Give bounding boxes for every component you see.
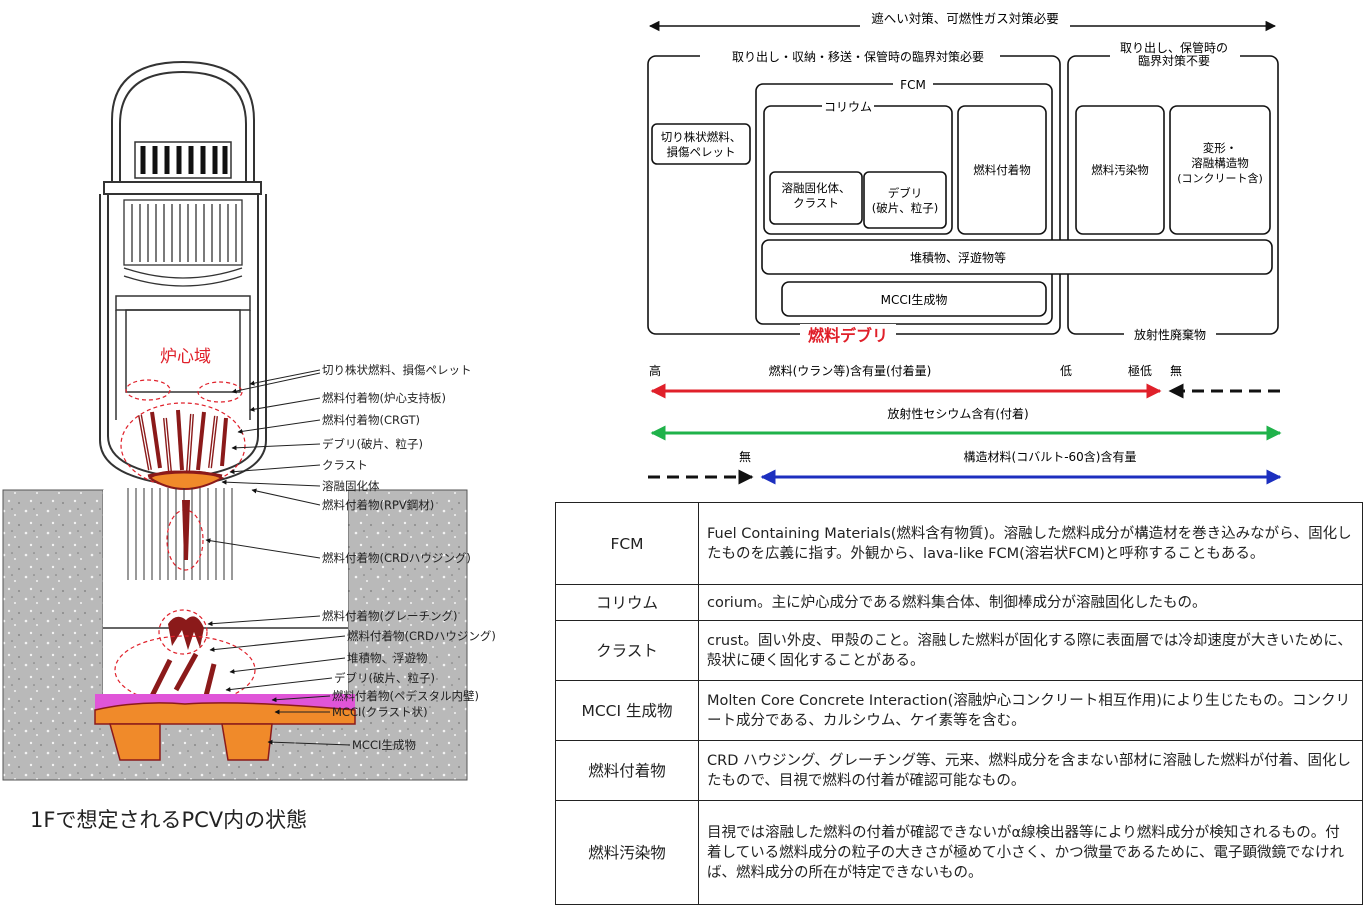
- term-cell: MCCI 生成物: [555, 680, 699, 741]
- crd-drip: [166, 500, 204, 571]
- reactor-cross-section: 炉心域: [2, 60, 496, 781]
- deformed-line-3: (コンクリート含): [1177, 171, 1263, 185]
- rpv-vessel: [99, 60, 267, 488]
- callout-label: デブリ(破片、粒子): [322, 437, 423, 451]
- figure-caption: 1Fで想定されるPCV内の状態: [30, 808, 308, 832]
- fuel-adhered-box: [957, 105, 1047, 235]
- debris-line-2: (破片、粒子): [872, 201, 938, 215]
- debris-line-1: デブリ: [888, 186, 923, 200]
- glossary-table: FCM Fuel Containing Materials(燃料含有物質)。溶融…: [555, 502, 1363, 905]
- deformed-line-2: 溶融構造物: [1191, 156, 1249, 170]
- scale-low-label: 低: [1060, 364, 1072, 378]
- steam-dryer: [134, 141, 232, 179]
- stub-fuel-line-1: 切り株状燃料、: [661, 130, 742, 144]
- definition-cell: crust。固い外皮、甲殻のこと。溶融した燃料が固化する際に表面層では冷却速度が…: [698, 620, 1363, 681]
- table-row: MCCI 生成物 Molten Core Concrete Interactio…: [555, 680, 1363, 741]
- core-region-label: 炉心域: [160, 347, 211, 367]
- scale-structural-label: 構造材料(コバルト-60含)含有量: [964, 449, 1137, 464]
- fuel-contaminated-label: 燃料汚染物: [1091, 163, 1149, 177]
- separator-pipes: [123, 199, 243, 287]
- scale-cesium-label: 放射性セシウム含有(付着): [887, 406, 1028, 421]
- callout-leaders: [205, 369, 351, 746]
- fcm-label: FCM: [900, 78, 926, 92]
- callout-label: 溶融固化体: [322, 479, 380, 493]
- definition-cell: Molten Core Concrete Interaction(溶融炉心コンク…: [698, 680, 1363, 741]
- criticality-not-required-label-1: 取り出し、保管時の: [1120, 40, 1228, 55]
- deposits-box: [761, 239, 1273, 275]
- table-row: 燃料付着物 CRD ハウジング、グレーチング等、元来、燃料成分を含まない部材に溶…: [555, 740, 1363, 801]
- fuel-adhered-label: 燃料付着物: [973, 163, 1031, 177]
- callout-label: クラスト: [322, 458, 368, 472]
- scale-none2-label: 無: [739, 449, 751, 464]
- scale-high-label: 高: [649, 363, 661, 378]
- mcci-label: MCCI生成物: [881, 293, 948, 307]
- fuel-contaminated-box: [1075, 105, 1165, 235]
- term-cell: 燃料付着物: [555, 740, 699, 801]
- callout-label: 燃料付着物(CRDハウジング): [322, 551, 471, 565]
- callout-label: 切り株状燃料、損傷ペレット: [322, 363, 472, 377]
- callout-label: 堆積物、浮遊物: [347, 651, 428, 665]
- table-row: FCM Fuel Containing Materials(燃料含有物質)。溶融…: [555, 502, 1363, 585]
- callout-label: MCCI生成物: [352, 738, 416, 752]
- mcci-box: [781, 281, 1047, 317]
- definition-cell: CRD ハウジング、グレーチング等、元来、燃料成分を含まない部材に溶融した燃料が…: [698, 740, 1363, 801]
- corium-label: コリウム: [824, 100, 872, 114]
- term-cell: コリウム: [555, 584, 699, 621]
- callout-label: 燃料付着物(ペデスタル内壁): [332, 689, 479, 703]
- debris-classification-diagram: 遮へい対策、可燃性ガス対策必要 取り出し・収納・移送・保管時の臨界対策必要 取り…: [647, 10, 1282, 485]
- stub-fuel-box: [651, 123, 751, 165]
- molten-crust-box: [769, 171, 863, 225]
- term-cell: FCM: [555, 502, 699, 585]
- scale-none-label: 無: [1170, 363, 1182, 378]
- criticality-not-required-label-2: 臨界対策不要: [1138, 54, 1210, 68]
- fuel-debris-label: 燃料デブリ: [808, 326, 888, 345]
- deposits-label: 堆積物、浮遊物等: [910, 250, 1006, 265]
- shielding-label: 遮へい対策、可燃性ガス対策必要: [871, 11, 1059, 26]
- core-shroud: [115, 295, 251, 420]
- stub-fuel-line-2: 損傷ペレット: [667, 145, 736, 159]
- callout-label: デブリ(破片、粒子): [334, 671, 435, 685]
- table-row: 燃料汚染物 目視では溶融した燃料の付着が確認できないがα線検出器等により燃料成分…: [555, 800, 1363, 905]
- callout-labels: 切り株状燃料、損傷ペレット 燃料付着物(炉心支持板) 燃料付着物(CRGT) デ…: [322, 363, 496, 752]
- term-cell: 燃料汚染物: [555, 800, 699, 905]
- callout-label: 燃料付着物(CRDハウジング): [347, 629, 496, 643]
- pedestal-debris: [94, 609, 356, 761]
- criticality-required-label: 取り出し・収納・移送・保管時の臨界対策必要: [732, 49, 984, 64]
- criticality-not-required-group: [1067, 55, 1279, 335]
- term-cell: クラスト: [555, 620, 699, 681]
- radioactive-waste-label: 放射性廃棄物: [1134, 327, 1206, 342]
- molten-crust-line-1: 溶融固化体、: [782, 181, 851, 195]
- core-debris: [120, 379, 246, 490]
- scale-fuel-label: 燃料(ウラン等)含有量(付着量): [769, 363, 932, 378]
- callout-label: 燃料付着物(炉心支持板): [322, 391, 446, 405]
- criticality-required-group: [647, 55, 1061, 335]
- callout-label: 燃料付着物(グレーチング): [322, 609, 457, 623]
- scale-very-low-label: 極低: [1128, 363, 1152, 378]
- callout-label: 燃料付着物(RPV鋼材): [322, 498, 434, 512]
- deformed-structure-box: [1169, 105, 1271, 235]
- callout-label: MCCI(クラスト状): [332, 705, 428, 719]
- definition-cell: 目視では溶融した燃料の付着が確認できないがα線検出器等により燃料成分が検知される…: [698, 800, 1363, 905]
- table-row: クラスト crust。固い外皮、甲殻のこと。溶融した燃料が固化する際に表面層では…: [555, 620, 1363, 681]
- debris-box: [863, 171, 947, 229]
- definition-cell: corium。主に炉心成分である燃料集合体、制御棒成分が溶融固化したもの。: [698, 584, 1363, 621]
- molten-crust-line-2: クラスト: [793, 196, 839, 210]
- callout-label: 燃料付着物(CRGT): [322, 413, 420, 427]
- definition-cell: Fuel Containing Materials(燃料含有物質)。溶融した燃料…: [698, 502, 1363, 585]
- deformed-line-1: 変形・: [1203, 141, 1238, 155]
- table-row: コリウム corium。主に炉心成分である燃料集合体、制御棒成分が溶融固化したも…: [555, 584, 1363, 621]
